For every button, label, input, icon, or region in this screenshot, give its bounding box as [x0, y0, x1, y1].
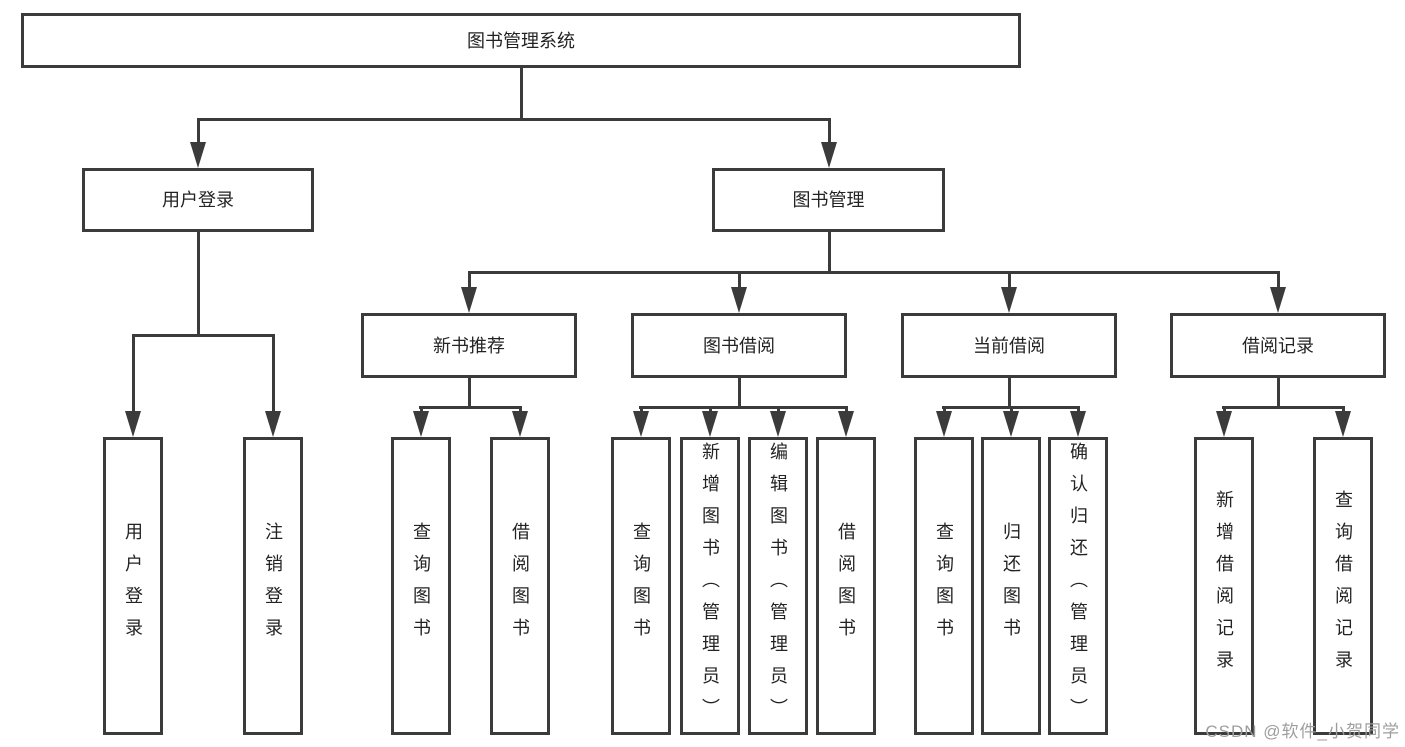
connector-line	[468, 376, 471, 408]
node-book-management: 图书管理	[712, 168, 945, 232]
connector-line	[1008, 376, 1011, 408]
connector-line	[639, 406, 848, 409]
node-user-login: 用户登录	[82, 168, 314, 232]
watermark: CSDN @软件_小贺同学	[1205, 722, 1400, 741]
connector-line	[132, 334, 135, 414]
connector-line	[1277, 376, 1280, 408]
arrowhead-down-icon	[731, 287, 747, 313]
connector-line	[777, 406, 780, 415]
connector-line	[1342, 406, 1345, 415]
node-br-add-record: 新增借阅记录	[1194, 437, 1254, 735]
connector-line	[1222, 406, 1345, 409]
connector-line	[468, 271, 1280, 274]
connector-line	[1077, 406, 1080, 415]
node-bb-edit-book-admin: 编辑图书（管理员）	[748, 437, 808, 735]
arrowhead-down-icon	[702, 411, 718, 437]
connector-line	[132, 334, 275, 337]
arrowhead-down-icon	[770, 411, 786, 437]
node-bb-add-book-admin: 新增图书（管理员）	[680, 437, 740, 735]
node-book-borrowing: 图书借阅	[631, 313, 847, 378]
arrowhead-down-icon	[125, 411, 141, 437]
node-library-system: 图书管理系统	[21, 13, 1021, 68]
node-cb-query-book: 查询图书	[914, 437, 974, 735]
arrowhead-down-icon	[190, 142, 206, 168]
arrowhead-down-icon	[413, 411, 429, 437]
connector-line	[1223, 406, 1226, 415]
node-nbr-borrow-book: 借阅图书	[490, 437, 550, 735]
connector-line	[468, 271, 471, 289]
node-br-query-record: 查询借阅记录	[1313, 437, 1373, 735]
node-bb-query-book: 查询图书	[611, 437, 671, 735]
connector-line	[828, 118, 831, 145]
arrowhead-down-icon	[633, 411, 649, 437]
arrowhead-down-icon	[461, 287, 477, 313]
connector-line	[845, 406, 848, 415]
connector-line	[1277, 271, 1280, 289]
arrowhead-down-icon	[1001, 287, 1017, 313]
arrowhead-down-icon	[936, 411, 952, 437]
connector-line	[1010, 406, 1013, 415]
connector-line	[197, 230, 200, 336]
connector-line	[197, 118, 200, 145]
node-cb-confirm-return-admin: 确认归还（管理员）	[1048, 437, 1108, 735]
connector-line	[828, 230, 831, 273]
node-user-login-leaf: 用户登录	[103, 437, 163, 735]
connector-line	[419, 406, 522, 409]
node-bb-borrow-book: 借阅图书	[816, 437, 876, 735]
connector-line	[197, 118, 831, 121]
connector-line	[520, 66, 523, 120]
arrowhead-down-icon	[838, 411, 854, 437]
connector-line	[420, 406, 423, 415]
connector-line	[738, 376, 741, 408]
node-current-borrowing: 当前借阅	[901, 313, 1117, 378]
connector-line	[709, 406, 712, 415]
node-cb-return-book: 归还图书	[981, 437, 1041, 735]
arrowhead-down-icon	[1070, 411, 1086, 437]
connector-line	[943, 406, 946, 415]
node-logout: 注销登录	[243, 437, 303, 735]
node-borrow-records: 借阅记录	[1170, 313, 1386, 378]
arrowhead-down-icon	[265, 411, 281, 437]
arrowhead-down-icon	[1335, 411, 1351, 437]
arrowhead-down-icon	[512, 411, 528, 437]
node-new-book-recommend: 新书推荐	[361, 313, 577, 378]
connector-line	[272, 334, 275, 414]
arrowhead-down-icon	[821, 142, 837, 168]
connector-line	[640, 406, 643, 415]
connector-line	[1008, 271, 1011, 289]
connector-line	[738, 271, 741, 289]
node-nbr-query-book: 查询图书	[391, 437, 451, 735]
connector-line	[519, 406, 522, 415]
arrowhead-down-icon	[1216, 411, 1232, 437]
arrowhead-down-icon	[1270, 287, 1286, 313]
arrowhead-down-icon	[1003, 411, 1019, 437]
